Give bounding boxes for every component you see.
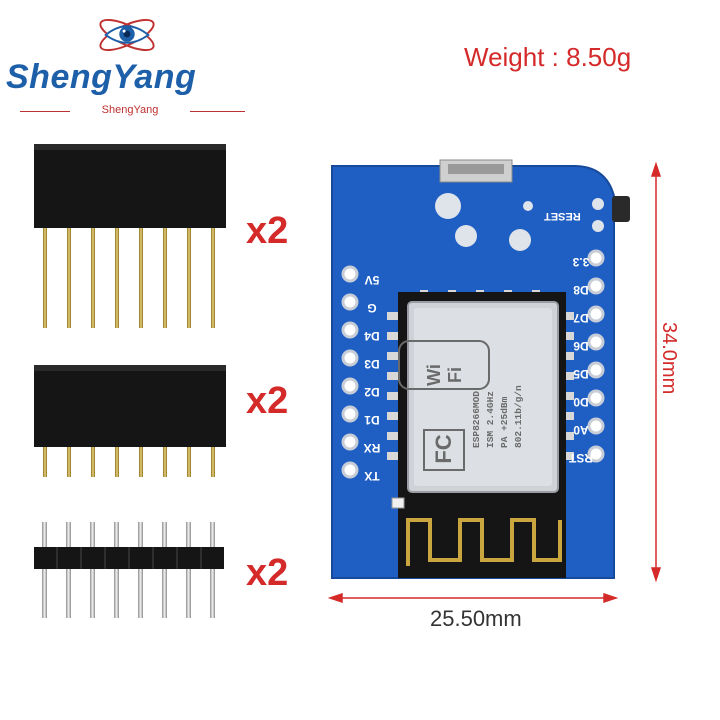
pin-label: RX	[363, 441, 381, 455]
pin-label: D4	[364, 329, 380, 343]
brand-name: ShengYang	[6, 58, 197, 96]
male-header	[34, 522, 224, 618]
pin-label: RST	[569, 451, 593, 465]
module-line: ESP8266MOD	[471, 390, 482, 448]
module-spec-text: ESP8266MOD ISM 2.4GHz PA +25dBm 802.11b/…	[470, 368, 526, 448]
brand-subtitle: ShengYang	[101, 104, 159, 116]
module-line: PA +25dBm	[499, 396, 510, 448]
quantity-label: x2	[246, 552, 289, 594]
pin-label: A0	[573, 423, 589, 437]
brand-divider-left	[20, 111, 70, 112]
quantity-label: x2	[246, 380, 289, 422]
female-header-short	[34, 365, 226, 477]
left-pin-labels: TX RX D1 D2 D3 D4 G 5V	[362, 266, 382, 490]
width-dimension-label: 25.50mm	[430, 606, 522, 631]
right-pin-labels: RST A0 D0 D5 D6 D7 D8 3.3	[566, 248, 596, 472]
module-line: 802.11b/g/n	[513, 385, 524, 448]
pin-label: D1	[364, 413, 380, 427]
fcc-logo-text: FC	[431, 434, 456, 464]
brand-divider-right	[190, 111, 245, 112]
pin-label: D3	[364, 357, 380, 371]
pin-label: D2	[364, 385, 380, 399]
female-header-long	[34, 144, 226, 328]
weight-label: Weight : 8.50g	[464, 42, 632, 72]
dimension-lines	[327, 161, 662, 604]
module-line: ISM 2.4GHz	[485, 390, 496, 448]
pin-label: 3.3	[572, 255, 590, 269]
pin-label: G	[367, 301, 377, 315]
pin-label: D7	[573, 311, 589, 325]
d1-mini-board	[331, 159, 630, 579]
height-dimension-label: 34.0mm	[658, 322, 680, 395]
pin-label: D0	[573, 395, 589, 409]
pin-label: D5	[573, 367, 589, 381]
quantity-label: x2	[246, 210, 289, 252]
wifi-logo-text: Wi Fi	[424, 364, 465, 386]
pin-label: D6	[573, 339, 589, 353]
pin-label: TX	[364, 469, 380, 483]
eye-logo-icon	[99, 18, 155, 52]
reset-label: RESET	[544, 210, 581, 222]
pin-label: D8	[573, 283, 589, 297]
pin-label: 5V	[364, 273, 380, 287]
